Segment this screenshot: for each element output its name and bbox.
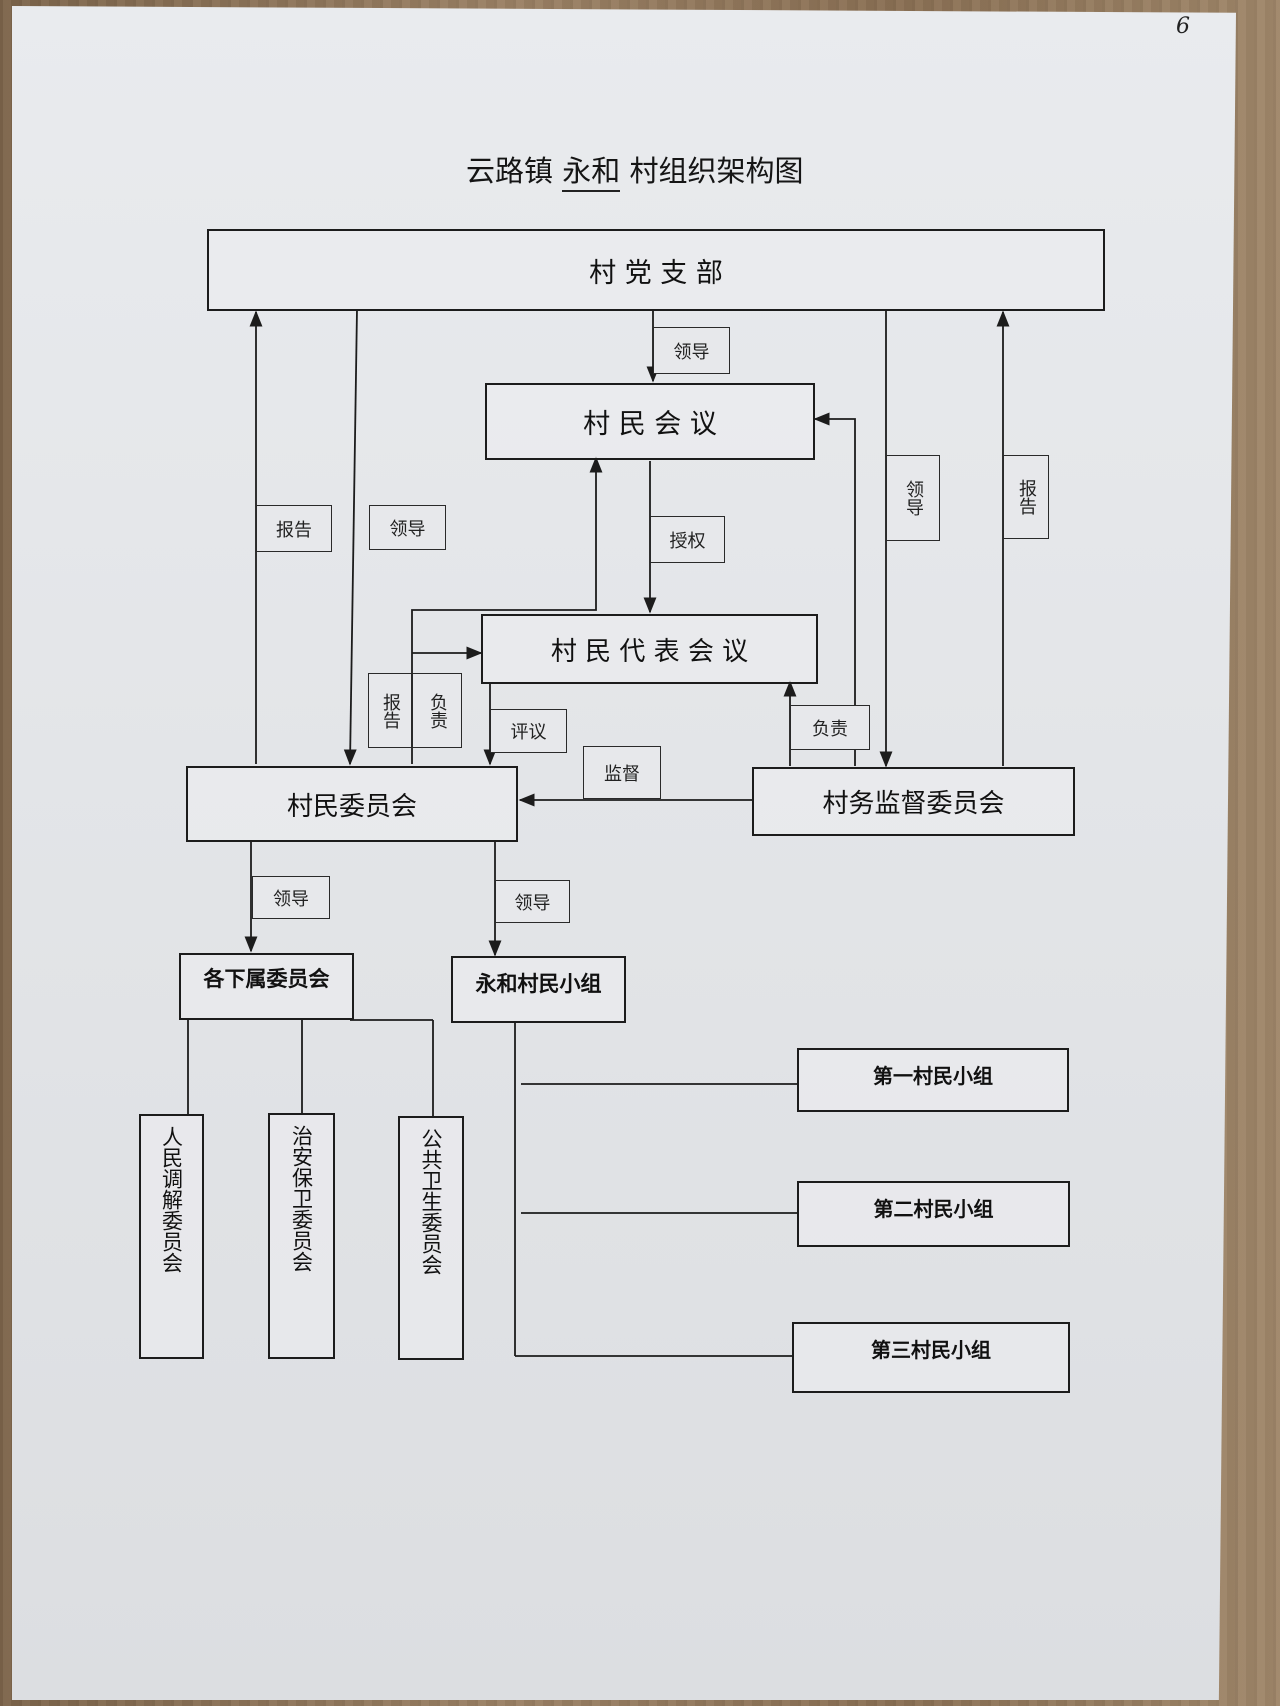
page-number: 6: [1176, 14, 1190, 39]
title-suffix: 村组织架构图: [629, 154, 804, 188]
title-village: 永和: [562, 148, 621, 192]
label-lead-groups: 领导: [495, 880, 570, 923]
label-lead-subcommittees: 领导: [252, 876, 330, 919]
node-party-branch: 村 党 支 部: [207, 229, 1105, 311]
label-lead-party-meeting: 领导: [653, 327, 730, 374]
label-authorize: 授权: [650, 516, 725, 563]
node-villagers-meeting: 村 民 会 议: [485, 383, 815, 460]
edge-supervision-to-meeting: [813, 412, 856, 766]
node-village-committee: 村民委员会: [186, 766, 518, 842]
label-responsible-supervision: 负责: [790, 705, 870, 750]
label-report-committee-rep: 报告: [368, 673, 412, 748]
node-supervision-committee: 村务监督委员会: [752, 767, 1075, 836]
label-responsible-committee-rep: 负责: [412, 673, 462, 748]
node-group-3: 第三村民小组: [792, 1322, 1070, 1393]
node-security-committee: 治安保卫委员会: [268, 1113, 335, 1359]
label-report-committee-party: 报告: [256, 505, 332, 552]
edge-party-lead-committee: [343, 308, 358, 766]
chart-title: 云路镇 永和 村组织架构图: [466, 148, 803, 192]
node-mediation-committee: 人民调解委员会: [139, 1114, 204, 1359]
node-group-2: 第二村民小组: [797, 1181, 1070, 1247]
node-rep-meeting: 村 民 代 表 会 议: [481, 614, 818, 684]
label-report-supervision-party: 报告: [1003, 455, 1049, 539]
node-sub-committees: 各下属委员会: [179, 953, 354, 1020]
node-health-committee: 公共卫生委员会: [398, 1116, 464, 1360]
label-lead-party-committee: 领导: [369, 505, 446, 550]
title-town: 云路镇: [466, 154, 554, 188]
node-villager-groups: 永和村民小组: [451, 956, 626, 1023]
label-lead-party-supervision: 领导: [886, 455, 940, 541]
label-review: 评议: [490, 709, 567, 753]
label-supervise: 监督: [583, 746, 661, 799]
node-group-1: 第一村民小组: [797, 1048, 1069, 1112]
